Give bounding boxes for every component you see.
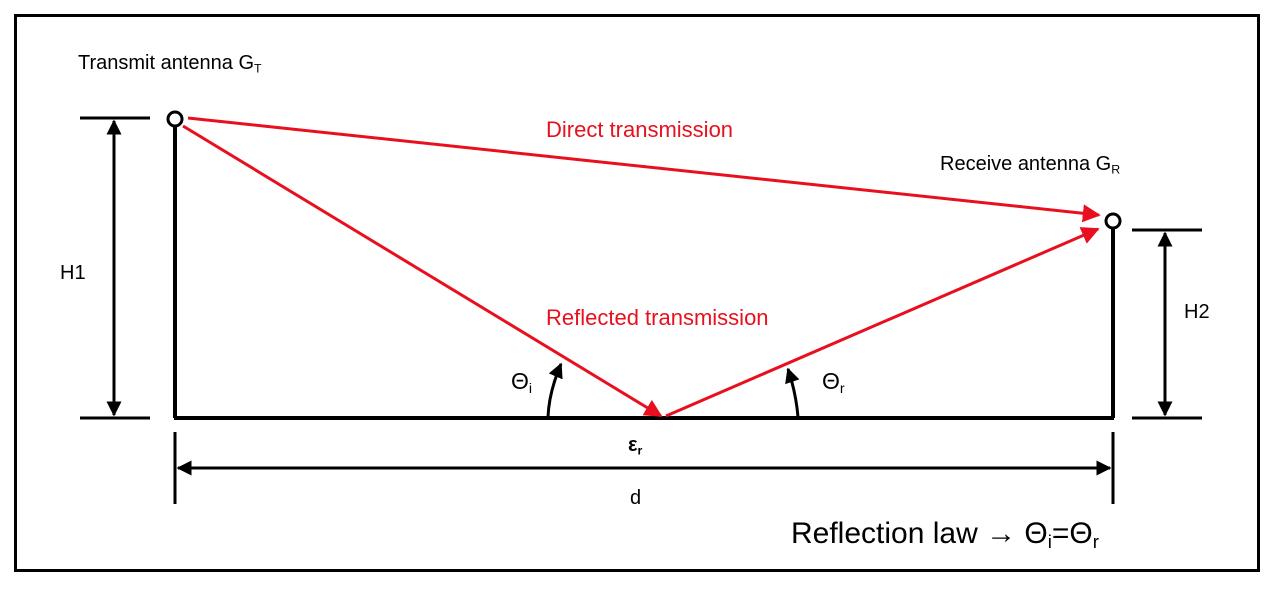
- h1-label: H1: [60, 262, 86, 284]
- distance-label: d: [630, 487, 642, 509]
- reflection-law-subscript-i: i: [1047, 531, 1052, 553]
- direct-transmission-label: Direct transmission: [546, 117, 734, 142]
- theta-i-subscript: i: [528, 380, 533, 397]
- theta-i-label: Θi: [511, 368, 532, 397]
- receive-antenna-text: Receive antenna G: [940, 153, 1112, 175]
- reflection-law-equals: =Θ: [1051, 517, 1093, 550]
- incident-ray: [182, 124, 663, 418]
- reflected-transmission-label: Reflected transmission: [546, 305, 769, 330]
- theta-r-symbol: Θ: [822, 368, 840, 394]
- theta-i-arc: [546, 362, 563, 418]
- transmit-antenna-label: Transmit antenna GT: [78, 52, 262, 75]
- transmit-antenna-icon: [166, 110, 184, 128]
- reflection-law-subscript-r: r: [1092, 531, 1099, 553]
- direct-ray: [187, 116, 1101, 223]
- receive-antenna-icon: [1104, 212, 1122, 230]
- reflection-law-text: Reflection law → Θ: [791, 517, 1048, 550]
- theta-i-symbol: Θ: [511, 368, 529, 394]
- receive-antenna-label: Receive antenna GR: [940, 153, 1120, 176]
- reflection-law-label: Reflection law → Θi=Θr: [791, 517, 1099, 553]
- epsilon-symbol: ε: [628, 434, 638, 456]
- reflected-ray: [665, 227, 1100, 418]
- h2-label: H2: [1184, 301, 1210, 323]
- theta-r-label: Θr: [822, 368, 845, 397]
- epsilon-subscript: r: [637, 443, 643, 458]
- transmit-antenna-subscript: T: [254, 61, 262, 76]
- theta-r-subscript: r: [839, 380, 845, 397]
- diagram-frame: [14, 14, 1260, 572]
- theta-r-arc: [785, 367, 800, 418]
- transmit-antenna-text: Transmit antenna G: [78, 52, 255, 74]
- epsilon-label: εr: [628, 434, 642, 457]
- receive-antenna-subscript: R: [1111, 162, 1121, 177]
